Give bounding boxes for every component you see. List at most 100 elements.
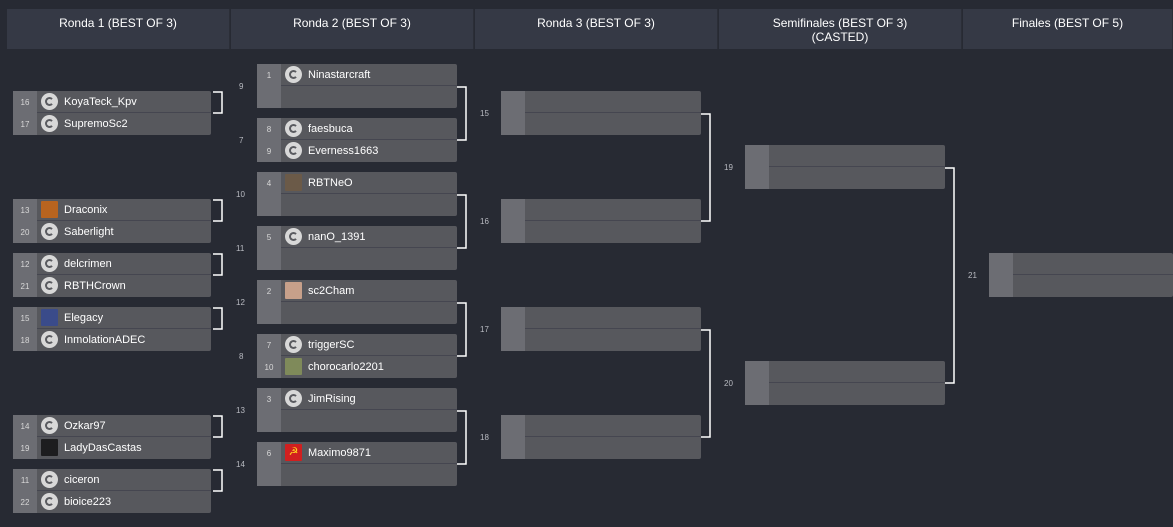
player-slot[interactable] xyxy=(501,437,701,459)
player-slot[interactable]: 20 Saberlight xyxy=(13,221,211,243)
player-name[interactable]: RBTHCrown xyxy=(64,275,126,297)
player-slot[interactable]: 2 sc2Cham xyxy=(257,280,457,302)
seed-number: 19 xyxy=(13,437,37,459)
seed-number: 11 xyxy=(13,469,37,491)
player-name[interactable]: sc2Cham xyxy=(308,280,354,302)
player-avatar xyxy=(41,309,58,326)
seed-number: 22 xyxy=(13,491,37,513)
player-slot[interactable] xyxy=(745,145,945,167)
seed-number xyxy=(257,410,281,432)
player-slot[interactable] xyxy=(257,410,457,432)
player-slot[interactable]: 22 bioice223 xyxy=(13,491,211,513)
seed-number xyxy=(501,307,525,329)
match-card[interactable] xyxy=(501,199,701,244)
seed-number xyxy=(745,167,769,189)
seed-number: 20 xyxy=(13,221,37,243)
player-slot[interactable]: 4 RBTNeO xyxy=(257,172,457,194)
match-card[interactable]: 11 ciceron 22 bioice223 xyxy=(13,469,211,514)
player-name[interactable]: chorocarlo2201 xyxy=(308,356,384,378)
player-name[interactable]: Draconix xyxy=(64,199,107,221)
player-name[interactable]: JimRising xyxy=(308,388,356,410)
seed-number xyxy=(257,86,281,108)
player-slot[interactable] xyxy=(257,194,457,216)
player-name[interactable]: Ninastarcraft xyxy=(308,64,370,86)
player-name[interactable]: nanO_1391 xyxy=(308,226,366,248)
player-name[interactable]: KoyaTeck_Kpv xyxy=(64,91,137,113)
player-name[interactable]: delcrimen xyxy=(64,253,112,275)
player-name[interactable]: SupremoSc2 xyxy=(64,113,128,135)
match-card[interactable] xyxy=(501,307,701,352)
player-slot[interactable] xyxy=(989,275,1173,297)
seed-number: 4 xyxy=(257,172,281,194)
match-card[interactable]: 2 sc2Cham xyxy=(257,280,457,325)
player-slot[interactable]: 16 KoyaTeck_Kpv xyxy=(13,91,211,113)
match-card[interactable] xyxy=(989,253,1173,298)
player-name[interactable]: Everness1663 xyxy=(308,140,378,162)
player-name[interactable]: Maximo9871 xyxy=(308,442,371,464)
player-name[interactable]: Elegacy xyxy=(64,307,103,329)
player-name[interactable]: triggerSC xyxy=(308,334,354,356)
player-slot[interactable] xyxy=(257,248,457,270)
player-name[interactable]: faesbuca xyxy=(308,118,353,140)
player-slot[interactable] xyxy=(745,361,945,383)
player-name[interactable]: InmolationADEC xyxy=(64,329,145,351)
player-slot[interactable] xyxy=(501,91,701,113)
match-card[interactable]: 6☭Maximo9871 xyxy=(257,442,457,487)
player-name[interactable]: LadyDasCastas xyxy=(64,437,142,459)
player-slot[interactable] xyxy=(745,383,945,405)
player-slot[interactable]: 11 ciceron xyxy=(13,469,211,491)
player-slot[interactable] xyxy=(501,199,701,221)
player-name[interactable]: Saberlight xyxy=(64,221,114,243)
player-slot[interactable] xyxy=(989,253,1173,275)
match-card[interactable] xyxy=(745,145,945,190)
player-name[interactable]: RBTNeO xyxy=(308,172,353,194)
player-slot[interactable] xyxy=(501,415,701,437)
match-card[interactable] xyxy=(501,91,701,136)
player-slot[interactable] xyxy=(501,307,701,329)
seed-number: 16 xyxy=(13,91,37,113)
match-card[interactable]: 4 RBTNeO xyxy=(257,172,457,217)
match-card[interactable] xyxy=(745,361,945,406)
player-slot[interactable] xyxy=(257,464,457,486)
player-slot[interactable] xyxy=(501,329,701,351)
player-name[interactable]: bioice223 xyxy=(64,491,111,513)
team-logo-icon xyxy=(41,417,58,434)
player-slot[interactable]: 19 LadyDasCastas xyxy=(13,437,211,459)
player-name[interactable]: ciceron xyxy=(64,469,99,491)
match-number: 10 xyxy=(236,190,245,199)
match-card[interactable] xyxy=(501,415,701,460)
seed-number xyxy=(745,383,769,405)
player-slot[interactable] xyxy=(501,221,701,243)
player-name[interactable]: Ozkar97 xyxy=(64,415,106,437)
player-slot[interactable] xyxy=(501,113,701,135)
player-slot[interactable] xyxy=(745,167,945,189)
seed-number: 2 xyxy=(257,280,281,302)
player-slot[interactable] xyxy=(257,302,457,324)
player-slot[interactable] xyxy=(257,86,457,108)
player-slot[interactable]: 6☭Maximo9871 xyxy=(257,442,457,464)
